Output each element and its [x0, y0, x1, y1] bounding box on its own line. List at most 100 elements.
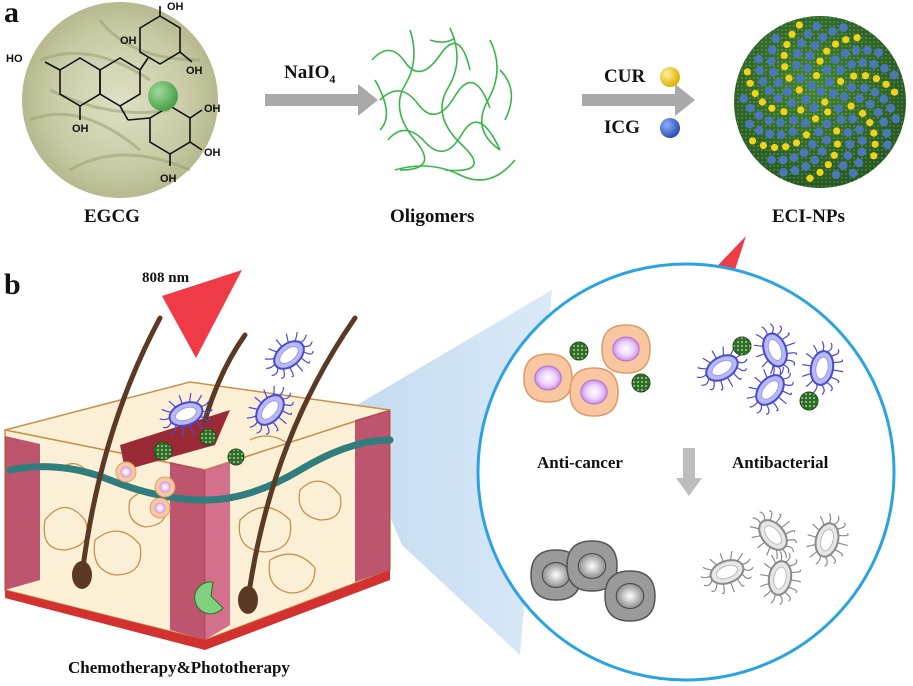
icg-bead: [808, 140, 817, 149]
icg-bead: [789, 153, 799, 163]
icg-bead: [889, 70, 899, 80]
cur-bead: [768, 104, 776, 112]
cur-bead: [833, 127, 841, 135]
oh-label: OH: [72, 123, 89, 135]
icg-bead: [803, 63, 813, 73]
icg-bead: [807, 81, 816, 90]
cur-bead: [802, 131, 811, 139]
eci-nanoparticle: [734, 16, 906, 188]
icg-bead: [882, 128, 892, 138]
dead-bacterium: [806, 513, 849, 568]
icg-bead: [879, 117, 889, 127]
bacterium: [264, 331, 314, 379]
icg-bead: [816, 87, 826, 96]
icg-bead: [773, 78, 783, 87]
cur-bead: [847, 102, 855, 110]
oh-label: HO: [6, 53, 23, 65]
cur-sphere: [660, 67, 680, 87]
cur-bead: [870, 152, 878, 160]
icg-bead: [822, 65, 832, 75]
icg-bead: [758, 76, 768, 86]
icg-bead: [847, 82, 856, 92]
icg-bead: [754, 125, 764, 135]
icg-bead: [855, 94, 864, 103]
skin-tissue-block: [4, 381, 394, 650]
icg-bead: [874, 48, 884, 58]
anti-cancer-label: Anti-cancer: [537, 453, 623, 472]
icg-bead: [828, 27, 837, 36]
icg-bead: [745, 119, 754, 129]
icg-bead: [790, 166, 800, 176]
bacterium: [753, 323, 798, 377]
icg-bead: [793, 49, 802, 58]
icg-bead: [809, 103, 819, 112]
icg-bead: [843, 151, 853, 160]
icg-bead: [810, 41, 820, 50]
icg-bead: [870, 87, 880, 97]
icg-bead: [840, 49, 850, 58]
icg-bead: [854, 158, 864, 168]
icg-bead: [776, 130, 786, 140]
cur-bead: [816, 168, 824, 176]
laser-beam-skin: [162, 270, 242, 358]
icg-bead: [767, 155, 776, 165]
cur-bead: [870, 129, 878, 137]
icg-bead: [766, 56, 776, 66]
icg-bead: [801, 162, 811, 171]
icg-bead: [812, 21, 822, 31]
icg-bead: [783, 87, 792, 97]
icg-bead: [764, 116, 774, 125]
transition-arrow: [676, 448, 702, 496]
icg-bead: [829, 89, 838, 98]
cur-bead: [746, 79, 754, 87]
bacterium: [802, 341, 844, 396]
egcg-label: EGCG: [84, 206, 140, 227]
cur-bead: [872, 75, 881, 83]
oh-label: OH: [160, 173, 177, 185]
nanoparticle: [227, 448, 245, 466]
icg-bead: [857, 147, 867, 157]
nanoparticle: [631, 373, 651, 393]
icg-bead: [789, 116, 799, 125]
icg-bead: [831, 170, 841, 180]
icg-bead: [858, 58, 868, 68]
icg-bead: [755, 66, 764, 75]
icg-bead: [803, 29, 813, 39]
dead-bacterium: [749, 510, 797, 560]
green-sphere: [148, 81, 178, 111]
icg-bead: [834, 104, 843, 114]
icg-bead: [831, 55, 840, 64]
pacman-cell: [194, 581, 224, 615]
oh-label: OH: [204, 147, 221, 159]
icg-bead: [836, 115, 846, 125]
icg-bead: [795, 74, 805, 83]
cur-bead: [782, 143, 790, 151]
reaction-arrow-naio4: [265, 84, 378, 116]
laser-wavelength-label: 808 nm: [142, 270, 190, 286]
dead-bacterium: [700, 550, 754, 595]
antibacterial-label: Antibacterial: [732, 453, 829, 472]
cur-bead: [831, 40, 840, 48]
cur-bead: [811, 115, 820, 123]
icg-bead: [767, 45, 777, 55]
icg-bead: [848, 168, 858, 178]
panel-a-letter: a: [4, 0, 19, 29]
nanoparticle: [799, 391, 819, 411]
oh-label: OH: [120, 35, 137, 47]
icg-bead: [824, 77, 834, 87]
icg-bead: [788, 127, 798, 137]
icg-bead: [817, 147, 827, 156]
cur-bead: [792, 139, 801, 147]
icg-bead: [810, 155, 820, 165]
icg-bead: [754, 111, 764, 120]
naio4-subscript: 4: [329, 71, 336, 86]
oligomers-label: Oligomers: [390, 206, 475, 227]
cur-bead: [770, 143, 779, 152]
icg-bead: [860, 83, 869, 93]
cur-bead: [759, 141, 768, 150]
cur-bead: [882, 80, 890, 88]
cur-bead: [853, 34, 861, 42]
cancer-cell: [523, 353, 573, 403]
dead-cancer-cell: [566, 540, 618, 592]
icg-bead: [797, 38, 806, 48]
